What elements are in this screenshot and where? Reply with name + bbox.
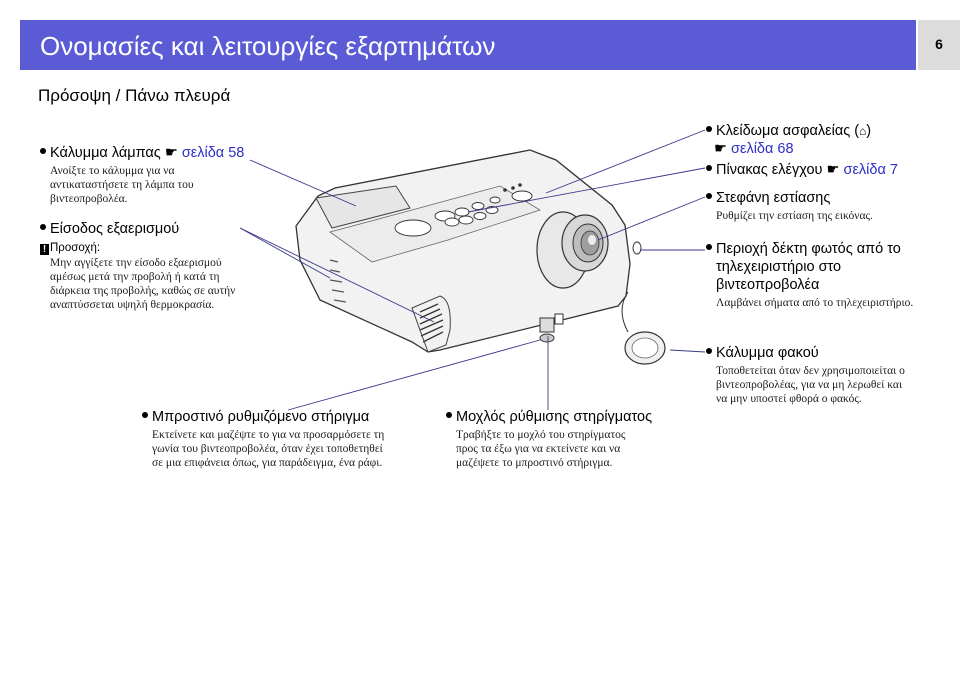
control-panel-label: Πίνακας ελέγχου ☛ σελίδα 7 [706, 161, 898, 179]
remote-receiver-label: Περιοχή δέκτη φωτός από το τηλεχειριστήρ… [706, 240, 901, 294]
pointing-hand-icon: ☛ [164, 145, 178, 161]
lamp-cover-page-link[interactable]: σελίδα 58 [181, 145, 245, 161]
security-lock-ref: ☛ σελίδα 68 [714, 140, 794, 158]
page-number-box: 6 [918, 20, 960, 70]
lamp-cover-description: Ανοίξτε το κάλυμμα για να αντικαταστήσετ… [50, 165, 194, 205]
lens-cover-description: Τοποθετείται όταν δεν χρησιμοποιείται ο … [716, 365, 905, 405]
bullet-icon [706, 165, 712, 172]
focus-ring-label: Στεφάνη εστίασης [706, 189, 830, 207]
caution-note: !Προσοχή: [40, 242, 100, 255]
bullet-icon [706, 193, 712, 200]
bullet-icon [706, 244, 712, 251]
caution-icon: ! [40, 244, 49, 255]
bullet-icon [142, 412, 148, 419]
lens-cover-label: Κάλυμμα φακού [706, 344, 819, 362]
bullet-icon [706, 348, 712, 355]
remote-receiver-description: Λαμβάνει σήματα από το τηλεχειριστήριο. [716, 297, 914, 309]
front-grille [419, 303, 444, 343]
title-bar: Ονομασίες και λειτουργίες εξαρτημάτων [20, 20, 916, 70]
security-lock-page-link[interactable]: σελίδα 68 [731, 141, 794, 157]
section-title: Πρόσοψη / Πάνω πλευρά [38, 86, 231, 105]
air-intake-description: Μην αγγίξετε την είσοδο εξαερισμού αμέσω… [50, 257, 236, 311]
page-title: Ονομασίες και λειτουργίες εξαρτημάτων [40, 31, 496, 61]
security-lock-label: Κλείδωμα ασφαλείας (⌂) [706, 122, 871, 140]
lamp-cover-label: Κάλυμμα λάμπας ☛ σελίδα 58 [40, 144, 244, 162]
focus-ring-description: Ρυθμίζει την εστίαση της εικόνας. [716, 210, 873, 222]
front-foot-label: Μπροστινό ρυθμιζόμενο στήριγμα [142, 408, 369, 426]
pointing-hand-icon: ☛ [826, 162, 840, 178]
page-number: 6 [935, 36, 943, 52]
control-panel-buttons [394, 190, 533, 237]
bullet-icon [40, 148, 46, 155]
kensington-lock-icon: ⌂ [859, 124, 867, 138]
foot-lever-description: Τραβήξτε το μοχλό του στηρίγματος προς τ… [456, 429, 626, 469]
foot-lever-label: Μοχλός ρύθμισης στηρίγματος [446, 408, 652, 426]
control-panel-page-link[interactable]: σελίδα 7 [843, 162, 898, 178]
bullet-icon [40, 224, 46, 231]
bullet-icon [446, 412, 452, 419]
pointing-hand-icon: ☛ [714, 141, 727, 157]
air-intake-label: Είσοδος εξαερισμού [40, 220, 179, 238]
front-foot-description: Εκτείνετε και μαζέψτε το για να προσαρμό… [152, 429, 385, 469]
bullet-icon [706, 126, 712, 133]
